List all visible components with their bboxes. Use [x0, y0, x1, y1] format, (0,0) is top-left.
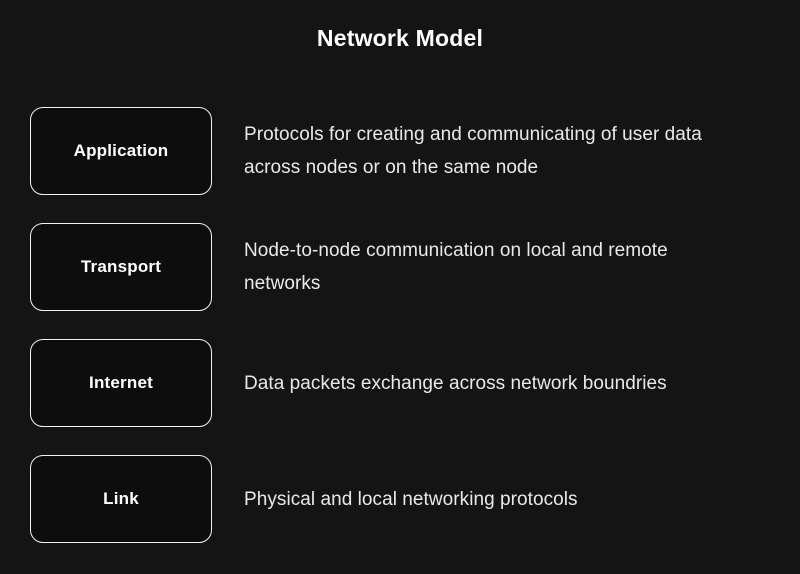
layer-description-internet: Data packets exchange across network bou… [244, 339, 744, 427]
layer-list: Application Protocols for creating and c… [0, 107, 800, 543]
layer-row: Link Physical and local networking proto… [0, 455, 800, 543]
layer-box-label: Internet [89, 373, 153, 392]
layer-row: Application Protocols for creating and c… [0, 107, 800, 195]
layer-box-label: Link [103, 489, 139, 508]
layer-box-application[interactable]: Application [30, 107, 212, 195]
layer-description-link: Physical and local networking protocols [244, 455, 744, 543]
layer-row: Internet Data packets exchange across ne… [0, 339, 800, 427]
layer-box-transport[interactable]: Transport [30, 223, 212, 311]
layer-description-text: Physical and local networking protocols [244, 488, 578, 510]
layer-box-label: Transport [80, 257, 162, 276]
layer-description-text: Data packets exchange across network bou… [244, 372, 667, 394]
layer-description-transport: Node-to-node communication on local and … [244, 223, 744, 311]
layer-box-internet[interactable]: Internet [30, 339, 212, 427]
layer-row: Transport Node-to-node communication on … [0, 223, 800, 311]
page-title: Network Model [316, 25, 484, 51]
layer-box-link[interactable]: Link [30, 455, 212, 543]
layer-description-text: Protocols for creating and communicating… [244, 124, 702, 178]
layer-description-text: Node-to-node communication on local and … [244, 240, 668, 294]
layer-description-application: Protocols for creating and communicating… [244, 107, 744, 195]
layer-box-label: Application [73, 141, 169, 160]
